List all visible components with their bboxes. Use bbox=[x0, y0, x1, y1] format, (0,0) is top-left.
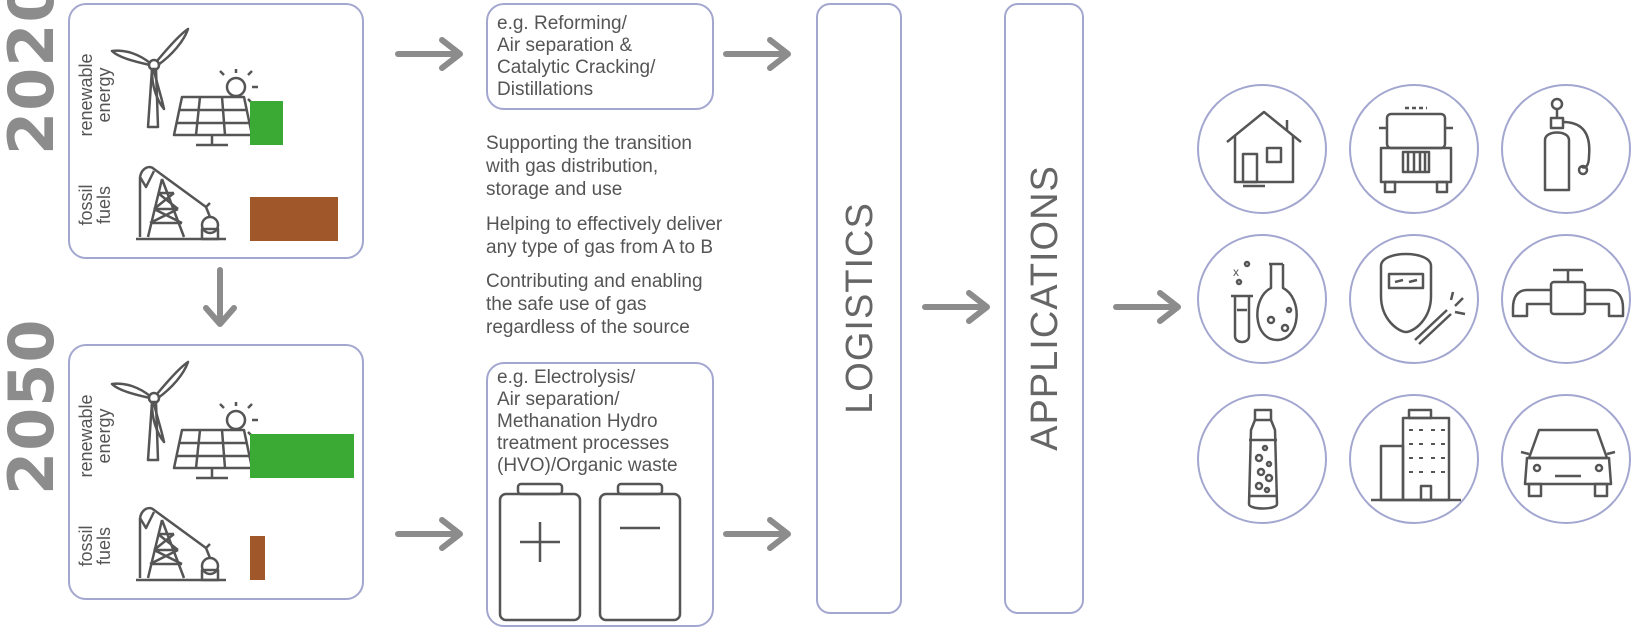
logistics-label: LOGISTICS bbox=[839, 202, 881, 414]
year-2020-label: 2020 bbox=[0, 0, 68, 155]
process-box-2050: e.g. Electrolysis/ Air separation/ Metha… bbox=[486, 362, 714, 627]
arrow-right-2020-to-process bbox=[398, 54, 468, 84]
welding-mask-icon bbox=[1349, 234, 1479, 364]
arrow-right-logistics-to-applications bbox=[925, 307, 995, 337]
house-icon bbox=[1197, 84, 1327, 214]
pipe-valve-icon bbox=[1501, 234, 1631, 364]
truck-icon bbox=[1349, 84, 1479, 214]
statement-delivery: Helping to effectively deliver any type … bbox=[486, 214, 723, 258]
renewable-energy-bar-2050 bbox=[250, 434, 354, 478]
process-2050-text: e.g. Electrolysis/ Air separation/ Metha… bbox=[497, 367, 678, 476]
statement-safe-use: Contributing and enabling the safe use o… bbox=[486, 271, 703, 338]
applications-column: APPLICATIONS bbox=[1004, 3, 1084, 614]
arrow-down-2020-to-2050 bbox=[203, 267, 237, 327]
fossil-fuels-bar-2020 bbox=[250, 197, 338, 241]
arrow-right-applications-to-uses bbox=[1116, 307, 1186, 337]
statement-distribution: Supporting the transition with gas distr… bbox=[486, 133, 692, 200]
renewable-energy-bar-2020 bbox=[250, 101, 283, 145]
fossil-fuels-label: fossil fuels bbox=[76, 525, 114, 567]
fossil-fuels-bar-2050 bbox=[250, 536, 265, 580]
chemistry-lab-icon: x bbox=[1197, 234, 1327, 364]
process-2020-text: e.g. Reforming/ Air separation & Catalyt… bbox=[497, 13, 656, 100]
office-building-icon bbox=[1349, 394, 1479, 524]
oil-pumpjack-icon bbox=[136, 165, 226, 241]
process-box-2020: e.g. Reforming/ Air separation & Catalyt… bbox=[486, 3, 714, 110]
car-icon bbox=[1501, 394, 1631, 524]
renewable-energy-label: renewable energy bbox=[76, 53, 114, 137]
gas-cylinder-icon bbox=[1501, 84, 1631, 214]
renewable-energy-label: renewable energy bbox=[76, 394, 114, 478]
sparkling-bottle-icon bbox=[1197, 394, 1327, 524]
year-2050-label: 2050 bbox=[0, 318, 68, 495]
battery-icon bbox=[498, 482, 682, 622]
oil-pumpjack-icon bbox=[136, 506, 226, 582]
logistics-column: LOGISTICS bbox=[816, 3, 902, 614]
fossil-fuels-label: fossil fuels bbox=[76, 184, 114, 226]
wind-solar-icon bbox=[110, 27, 258, 147]
arrow-right-process-to-logistics-bottom bbox=[726, 534, 796, 564]
applications-label: APPLICATIONS bbox=[1024, 165, 1066, 451]
arrow-right-process-to-logistics-top bbox=[726, 54, 796, 84]
energy-mix-2020-panel: renewable energy fossil fuels bbox=[68, 3, 364, 259]
energy-mix-2050-panel: renewable energy fossil fuels bbox=[68, 344, 364, 600]
arrow-right-2050-to-process bbox=[398, 534, 468, 564]
svg-text:x: x bbox=[1233, 265, 1239, 279]
wind-solar-icon bbox=[110, 360, 258, 480]
